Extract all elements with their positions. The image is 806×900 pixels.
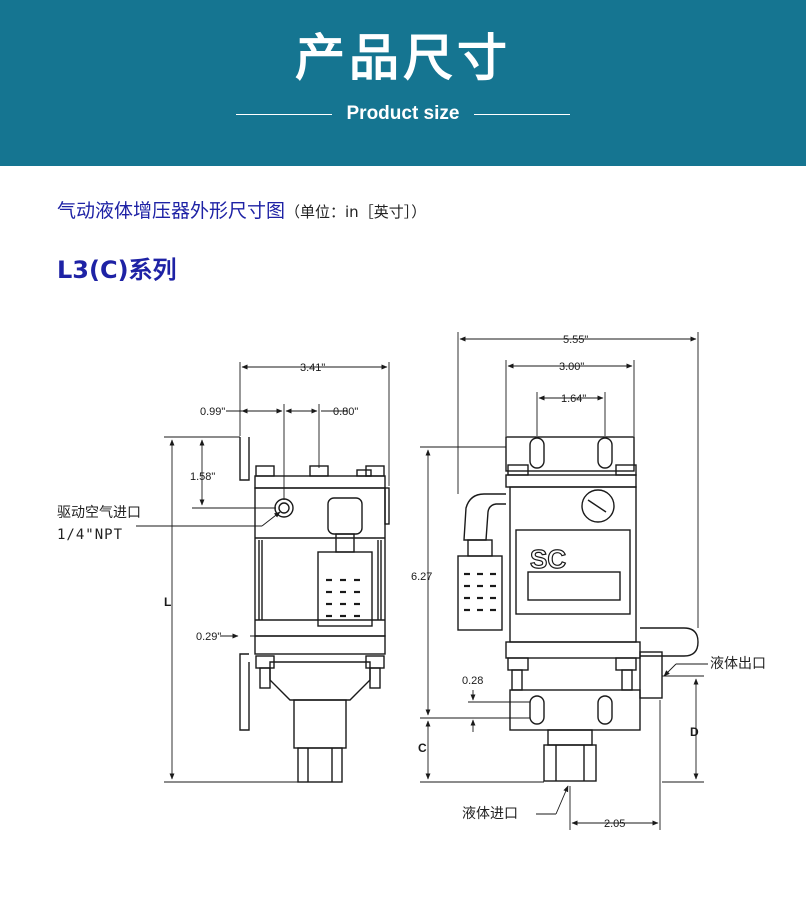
- dim-c: C: [418, 741, 427, 755]
- banner-divider-right: [474, 114, 570, 115]
- dimension-lines: [136, 332, 708, 830]
- dim-hole-spacing: 1.64": [561, 393, 586, 405]
- dim-length: L: [164, 595, 171, 609]
- banner-subtitle: Product size: [346, 103, 460, 124]
- sc-logo: SC: [530, 544, 566, 574]
- dim-body-width: 3.00": [559, 361, 584, 373]
- dim-d: D: [690, 725, 699, 739]
- dim-offset-left: 0.99": [200, 406, 225, 418]
- drawing-unit-note: （单位：in［英寸］）: [285, 203, 427, 221]
- dim-height: 6.27: [411, 571, 432, 583]
- banner-divider-left: [236, 114, 332, 115]
- callout-fluid-inlet: 液体进口: [462, 806, 518, 822]
- drawing-heading: 气动液体增压器外形尺寸图（单位：in［英寸］）: [57, 196, 426, 223]
- dim-overall-width: 5.55": [563, 334, 588, 346]
- callout-air-inlet: 驱动空气进口: [57, 505, 141, 521]
- callout-fluid-outlet: 液体出口: [710, 656, 766, 672]
- drawing-heading-text: 气动液体增压器外形尺寸图: [57, 200, 286, 222]
- dim-port-height: 1.58": [190, 471, 215, 483]
- dim-width-left: 3.41": [300, 362, 325, 374]
- dimension-labels: 3.41" 0.99" 0.80" 1.58" 0.29" L 5.55" 3.…: [164, 334, 699, 830]
- callout-air-thread: 1/4"NPT: [57, 527, 124, 543]
- banner-title: 产品尺寸: [295, 29, 511, 87]
- dim-offset-right: 0.80": [333, 406, 358, 418]
- left-view: [239, 437, 390, 783]
- header-banner: 产品尺寸 Product size: [0, 0, 806, 166]
- dim-plate: 0.29": [196, 631, 221, 643]
- dim-small: 0.28: [462, 675, 483, 687]
- series-title: L3(C)系列: [57, 256, 177, 284]
- right-view: [457, 436, 699, 782]
- dim-outlet-offset: 2.05: [604, 818, 625, 830]
